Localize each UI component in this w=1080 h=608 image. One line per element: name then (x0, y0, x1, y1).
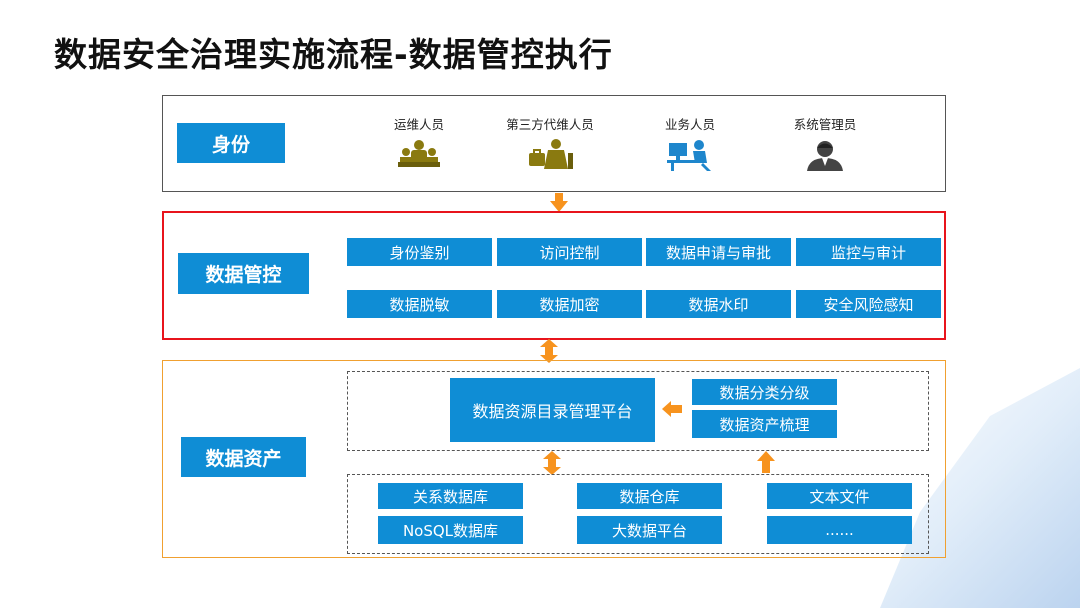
person-business-name: 业务人员 (620, 114, 760, 133)
arrow-identity-to-control (550, 193, 568, 213)
person-third-party-name: 第三方代维人员 (480, 114, 620, 133)
control-data-watermark: 数据水印 (646, 290, 791, 318)
arrow-catalog-sources (543, 451, 561, 475)
person-ops: 运维人员 (349, 114, 489, 169)
catalog-platform: 数据资源目录管理平台 (450, 378, 655, 442)
control-label: 数据管控 (178, 253, 309, 294)
person-third-party: 第三方代维人员 (480, 114, 620, 171)
identity-label: 身份 (177, 123, 285, 163)
control-identity-auth: 身份鉴别 (347, 238, 492, 266)
person-admin: 系统管理员 (755, 114, 895, 171)
source-data-warehouse: 数据仓库 (577, 483, 722, 509)
person-ops-name: 运维人员 (349, 114, 489, 133)
business-staff-icon (665, 139, 715, 171)
arrow-to-catalog (662, 401, 682, 417)
control-monitor-audit: 监控与审计 (796, 238, 941, 266)
person-admin-name: 系统管理员 (755, 114, 895, 133)
source-big-data-platform: 大数据平台 (577, 516, 722, 544)
page-title: 数据安全治理实施流程-数据管控执行 (54, 28, 613, 76)
inventory-box: 数据资产梳理 (692, 410, 837, 438)
classification-box: 数据分类分级 (692, 379, 837, 405)
control-risk-awareness: 安全风险感知 (796, 290, 941, 318)
control-data-masking: 数据脱敏 (347, 290, 492, 318)
control-access-control: 访问控制 (497, 238, 642, 266)
source-nosql-db: NoSQL数据库 (378, 516, 523, 544)
source-more: ...... (767, 516, 912, 544)
person-business: 业务人员 (620, 114, 760, 171)
control-data-encryption: 数据加密 (497, 290, 642, 318)
third-party-staff-icon (524, 139, 576, 171)
assets-label: 数据资产 (181, 437, 306, 477)
source-relational-db: 关系数据库 (378, 483, 523, 509)
ops-staff-icon (395, 139, 443, 169)
arrow-sources-to-inventory (757, 451, 775, 473)
system-admin-icon (803, 139, 847, 171)
control-data-request-approval: 数据申请与审批 (646, 238, 791, 266)
source-text-files: 文本文件 (767, 483, 912, 509)
